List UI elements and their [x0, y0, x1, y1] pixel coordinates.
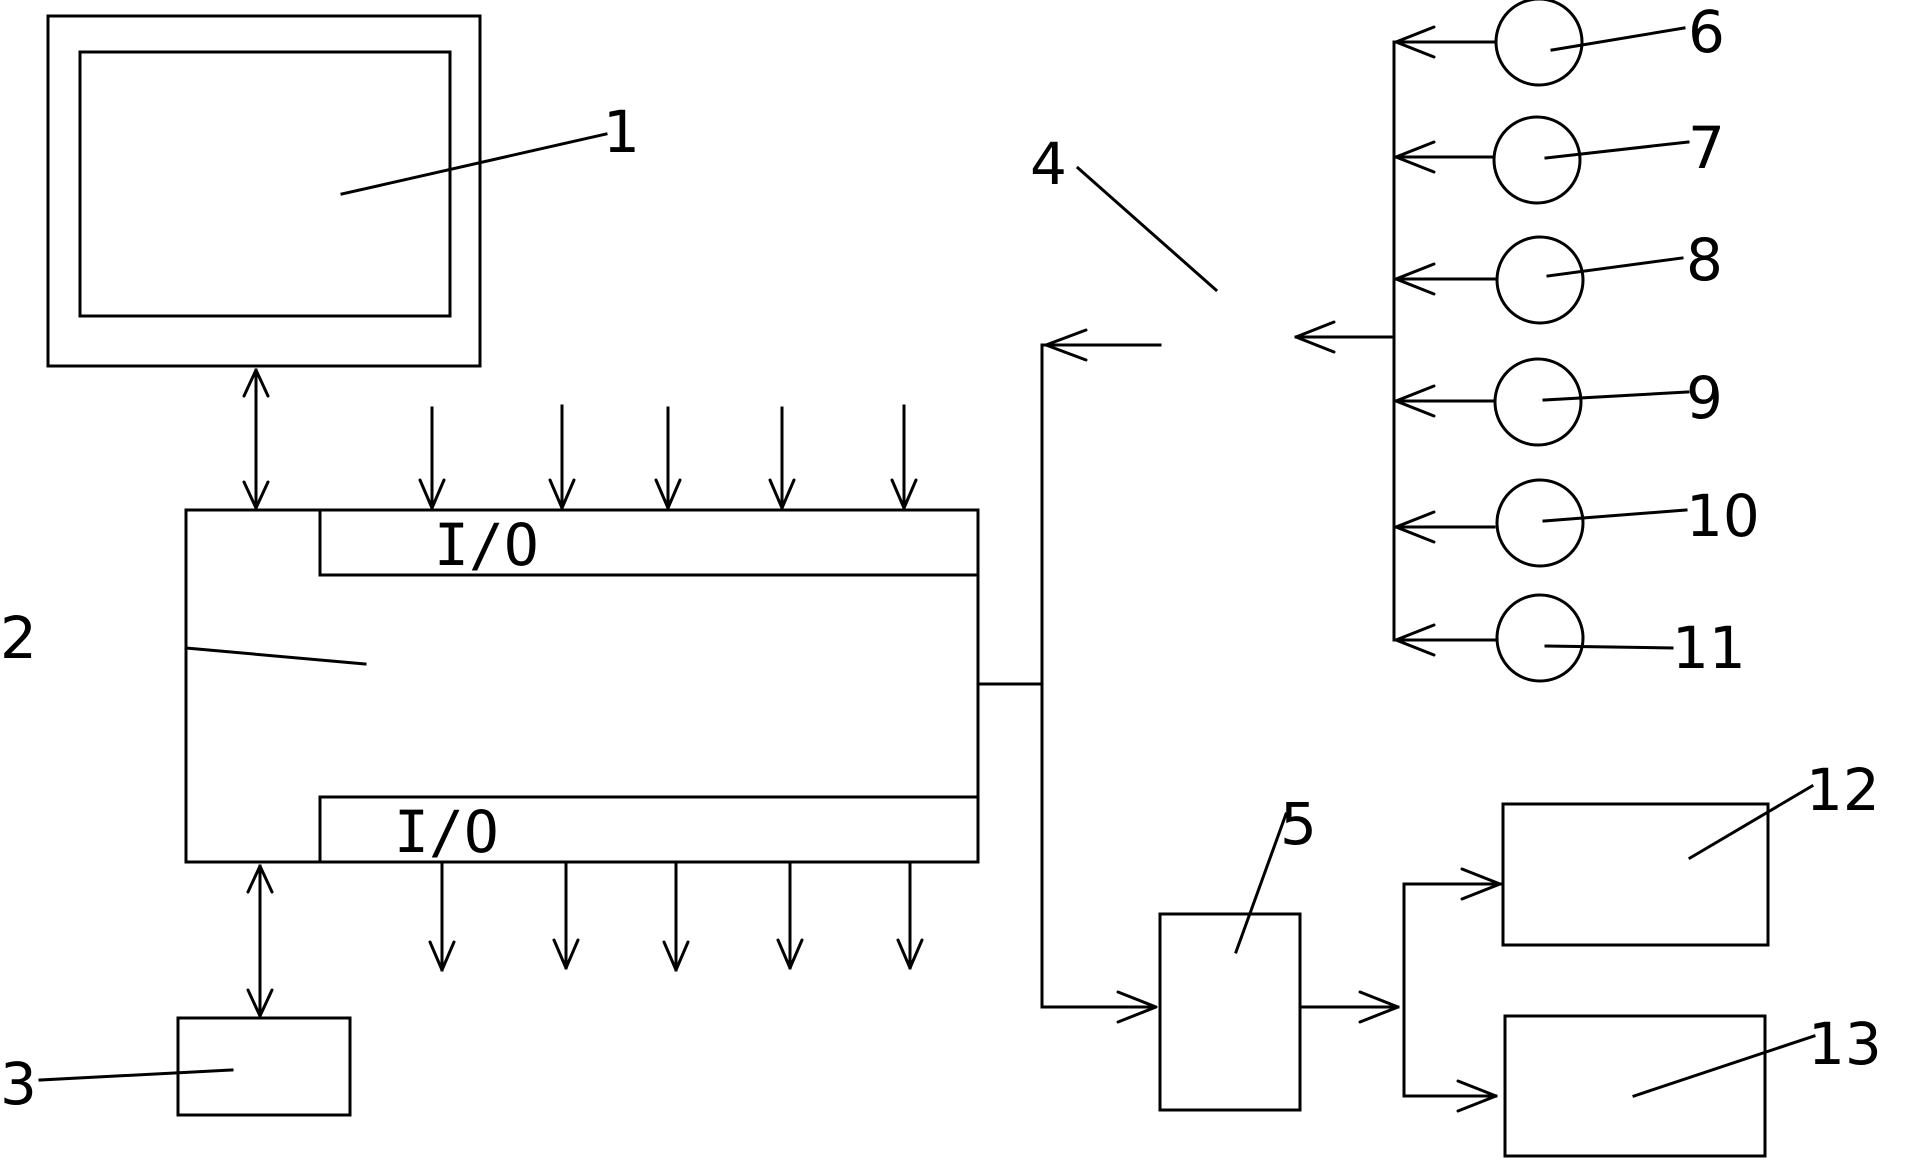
sensor-11: 11: [1392, 593, 1746, 683]
sensor-9: 9: [1392, 357, 1723, 447]
output-device-13-box: [1503, 1014, 1767, 1158]
sensor-6: 6: [1392, 0, 1725, 87]
module-5-outputs: [1298, 867, 1502, 1113]
leader-line-5: [1234, 812, 1288, 954]
label-5: 5: [1280, 790, 1317, 858]
leader-line-8: [1546, 256, 1684, 278]
input-arrows: [418, 404, 918, 510]
io-module-top: [318, 508, 980, 577]
leader-line-10: [1542, 508, 1688, 523]
label-4: 4: [1030, 130, 1067, 198]
label-2: 2: [0, 604, 37, 672]
sensor-10: 10: [1392, 478, 1760, 568]
controller-device3-link: [246, 864, 274, 1018]
module-5: 5: [1158, 790, 1317, 1112]
network-4: 4: [1030, 130, 1396, 354]
label-11: 11: [1672, 614, 1746, 682]
sensor-8: 8: [1392, 226, 1723, 325]
sensor-7: 7: [1392, 114, 1725, 205]
io-label-bottom: I/O: [394, 798, 499, 866]
label-13: 13: [1808, 1010, 1882, 1078]
leader-line-6: [1550, 26, 1686, 52]
label-1: 1: [603, 98, 640, 166]
leader-line-11: [1544, 644, 1674, 650]
label-12: 12: [1806, 756, 1880, 824]
io-module-bottom: [318, 795, 980, 864]
leader-line-3: [38, 1068, 234, 1082]
leader-line-4: [1075, 165, 1219, 293]
sensor-6-circle: [1494, 0, 1584, 87]
output-device-12: 12: [1501, 756, 1880, 947]
controller-unit: I/O I/O 2: [0, 508, 980, 866]
monitor-screen: [78, 50, 452, 318]
device-3: 3: [0, 1016, 352, 1118]
label-7: 7: [1688, 114, 1725, 182]
output-device-12-box: [1501, 802, 1770, 947]
output-arrows: [428, 860, 924, 972]
bus-connection: [976, 328, 1162, 1024]
sensor-11-circle: [1495, 593, 1585, 683]
label-3: 3: [0, 1050, 37, 1118]
label-8: 8: [1686, 226, 1723, 294]
leader-line-12: [1687, 783, 1815, 861]
output-device-13: 13: [1503, 1010, 1882, 1158]
leader-line-9: [1542, 390, 1690, 402]
io-label-top: I/O: [434, 511, 539, 579]
leader-line-2: [184, 646, 367, 666]
device-3-box: [176, 1016, 352, 1117]
sensor-7-circle: [1492, 115, 1582, 205]
monitor: 1: [46, 14, 640, 368]
label-9: 9: [1686, 364, 1723, 432]
leader-line-13: [1632, 1034, 1816, 1098]
leader-line-7: [1544, 140, 1690, 160]
monitor-controller-link: [242, 368, 270, 510]
leader-line-1: [340, 132, 608, 196]
module-5-box: [1158, 912, 1302, 1112]
sensor-8-circle: [1495, 235, 1585, 325]
sensor-10-circle: [1495, 478, 1585, 568]
label-6: 6: [1688, 0, 1725, 66]
label-10: 10: [1686, 482, 1760, 550]
sensor-9-circle: [1493, 357, 1583, 447]
